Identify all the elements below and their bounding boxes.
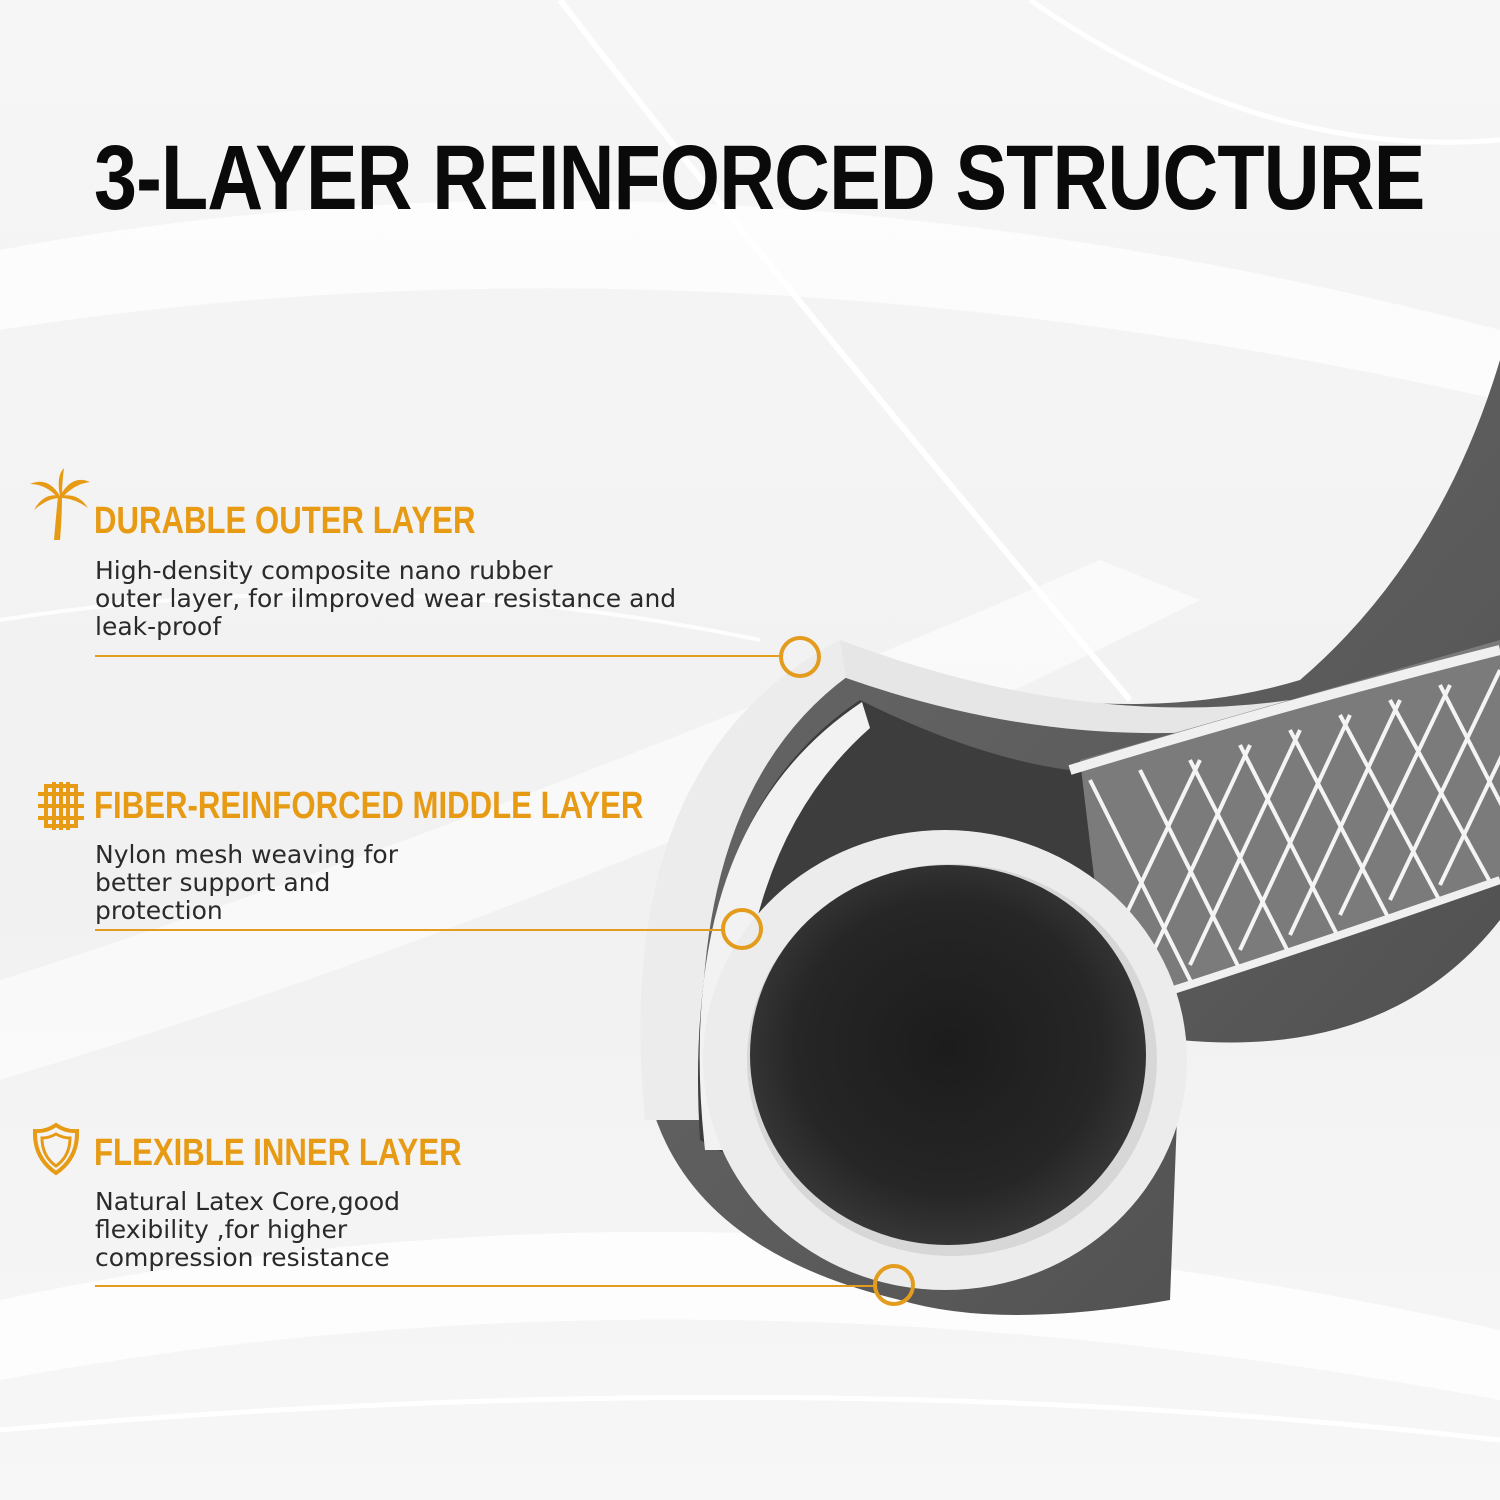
feature-title-middle: FIBER-REINFORCED MIDDLE LAYER <box>94 785 644 827</box>
leader-marker-middle <box>721 908 763 950</box>
swoosh-line <box>0 1394 1500 1443</box>
swoosh-line <box>557 0 1133 702</box>
desc-line: Nylon mesh weaving for <box>95 840 399 869</box>
swoosh-line <box>0 592 761 642</box>
swoosh-band <box>0 200 1500 400</box>
desc-line: protection <box>95 896 223 925</box>
outer-layer-rim <box>640 640 848 1120</box>
palm-tree-icon <box>30 468 90 540</box>
desc-line: leak-proof <box>95 612 222 641</box>
feature-desc-inner: Natural Latex Core,good flexibility ,for… <box>95 1188 400 1272</box>
nylon-mesh <box>1088 654 1500 1001</box>
feature-title-outer: DURABLE OUTER LAYER <box>94 500 476 542</box>
feature-desc-middle: Nylon mesh weaving for better support an… <box>95 841 398 925</box>
leader-marker-inner <box>873 1264 915 1306</box>
hose-bore <box>750 865 1146 1245</box>
leader-line-inner <box>95 1285 875 1287</box>
leader-line-middle <box>95 929 723 931</box>
feature-title-inner: FLEXIBLE INNER LAYER <box>94 1132 462 1174</box>
desc-line: flexibility ,for higher <box>95 1215 348 1244</box>
desc-line: outer layer, for ilmproved wear resistan… <box>95 584 677 613</box>
shield-icon <box>32 1122 80 1176</box>
desc-line: Natural Latex Core,good <box>95 1187 401 1216</box>
leader-line-outer <box>95 655 781 657</box>
mesh-weave-icon <box>38 782 84 830</box>
desc-line: compression resistance <box>95 1243 390 1272</box>
desc-line: better support and <box>95 868 331 897</box>
swoosh-line <box>1028 0 1500 145</box>
mesh-upper-edge <box>1068 645 1500 775</box>
desc-line: High-density composite nano rubber <box>95 556 553 585</box>
leader-marker-outer <box>779 636 821 678</box>
outer-layer-top-edge <box>840 640 1300 734</box>
feature-desc-outer: High-density composite nano rubber outer… <box>95 557 676 641</box>
page-title: 3-LAYER REINFORCED STRUCTURE <box>94 127 1425 229</box>
